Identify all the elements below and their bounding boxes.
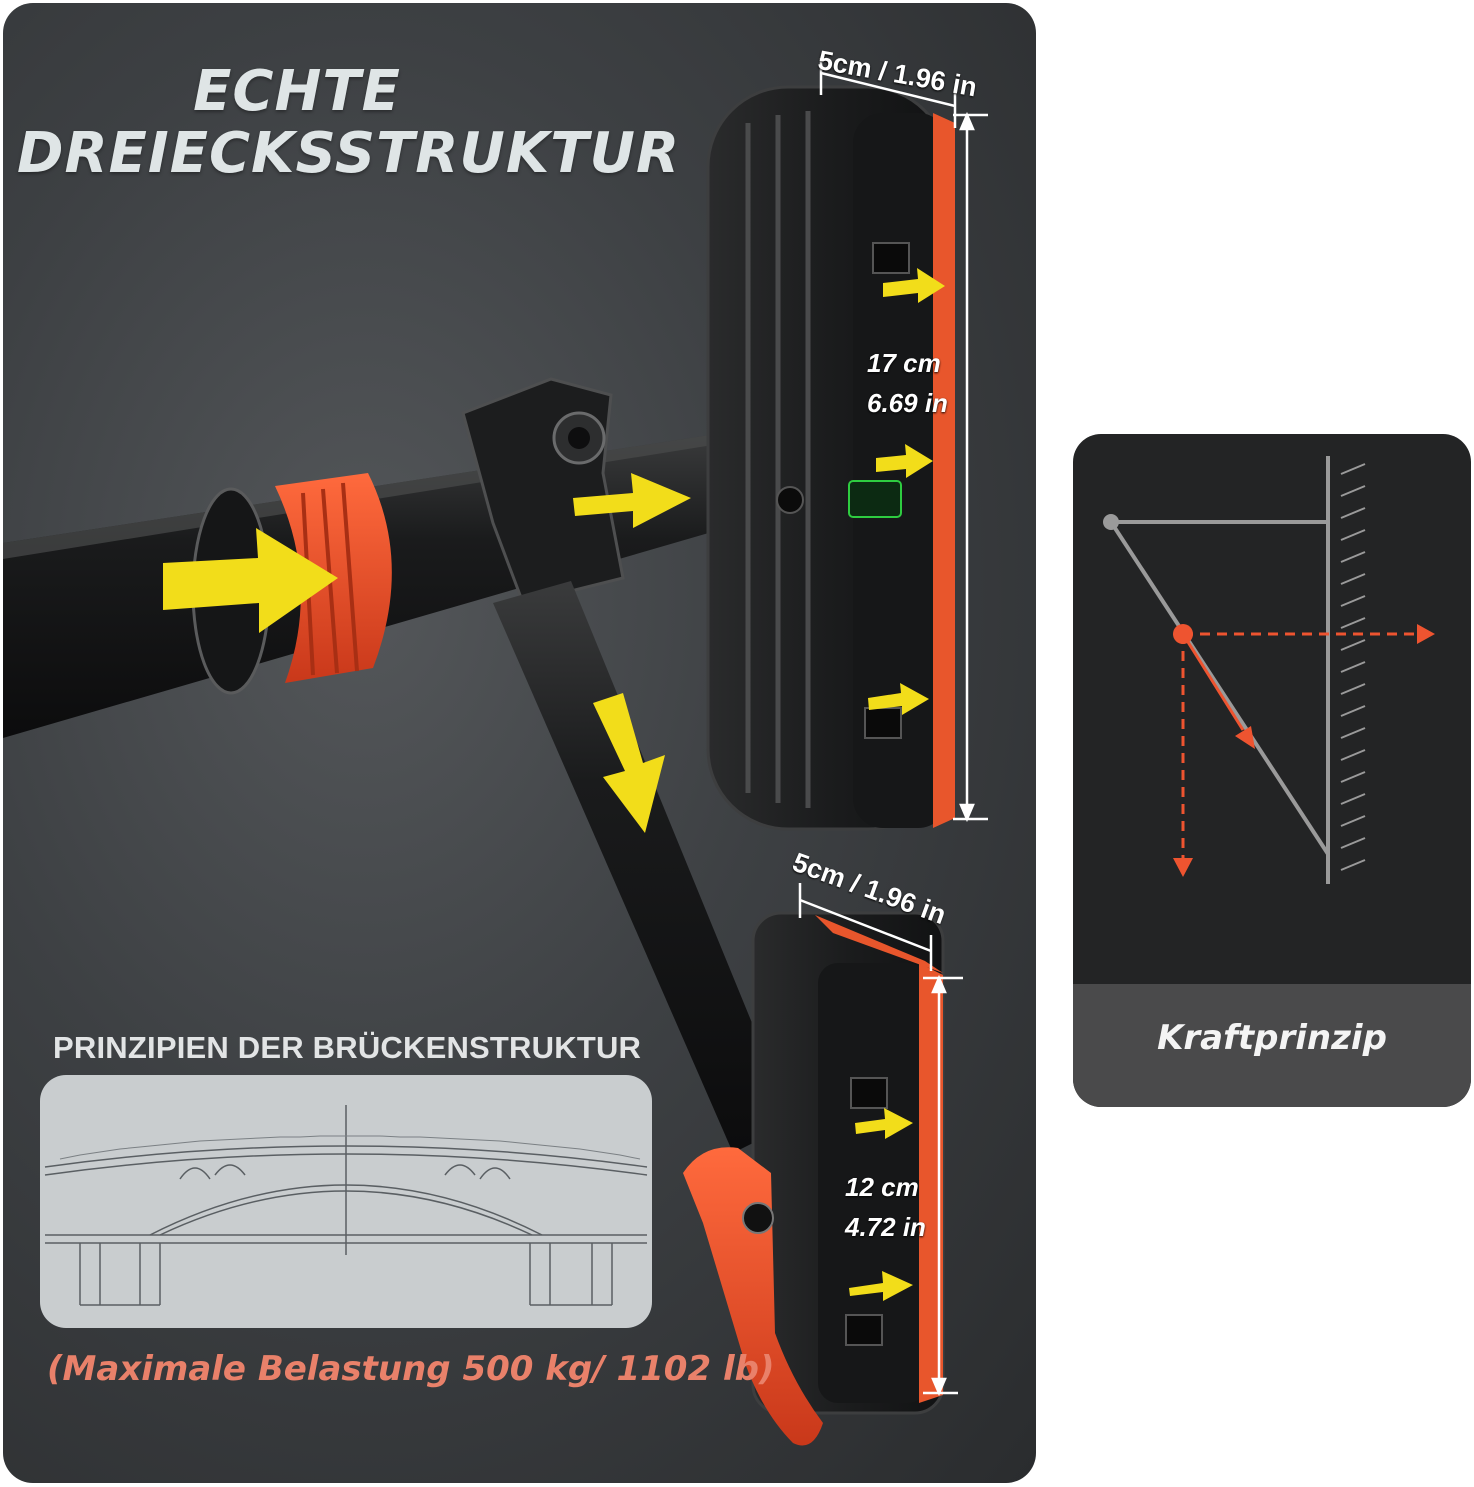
force-principle-panel: Kraftprinzip — [1073, 434, 1471, 1107]
force-diagram — [1103, 456, 1435, 884]
bridge-blueprint-drawing — [44, 1105, 648, 1306]
bottom-height-in: 4.72 in — [845, 1212, 926, 1242]
bottom-wall-pad — [751, 911, 945, 1415]
top-height-cm: 17 cm — [867, 348, 941, 378]
orange-lock-lever — [683, 1147, 823, 1446]
force-vectors — [1173, 624, 1435, 877]
feature-title: ECHTE DREIECKSSTRUKTUR — [17, 59, 681, 186]
diagonal-strut — [493, 581, 793, 1153]
top-height-label: 17 cm 6.69 in — [867, 343, 948, 423]
force-principle-label: Kraftprinzip — [1073, 984, 1471, 1107]
top-height-in: 6.69 in — [867, 388, 948, 418]
bottom-height-label: 12 cm 4.72 in — [845, 1167, 926, 1247]
title-line-2: DREIECKSSTRUKTUR — [17, 121, 681, 186]
bridge-drawing-box — [40, 1075, 652, 1328]
max-load-note: (Maximale Belastung 500 kg/ 1102 lb) — [47, 1349, 775, 1389]
force-principle-text: Kraftprinzip — [1157, 1018, 1387, 1058]
bottom-height-cm: 12 cm — [845, 1172, 919, 1202]
wall-hatching — [1340, 463, 1366, 871]
pivot-point — [1103, 514, 1119, 530]
bridge-principle-heading: PRINZIPIEN DER BRÜCKENSTRUKTUR — [53, 1030, 642, 1065]
product-image-panel: ECHTE DREIECKSSTRUKTUR 5cm / 1.96 in 17 … — [3, 3, 1036, 1483]
dimension-lines — [798, 58, 988, 1397]
pull-up-bar-illustration — [3, 58, 988, 1446]
title-line-1: ECHTE — [193, 59, 401, 124]
force-arrows — [163, 268, 945, 1301]
